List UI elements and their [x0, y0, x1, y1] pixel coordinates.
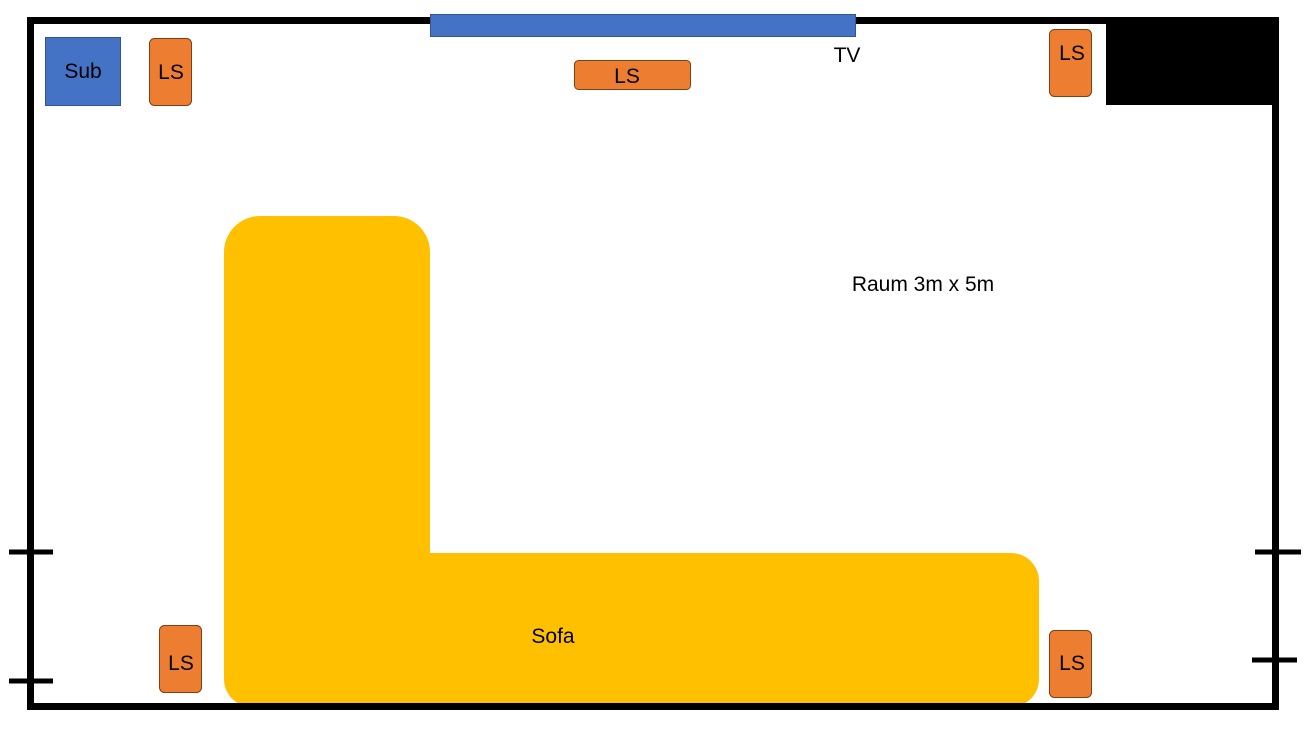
- speaker-rear-right: LS: [1049, 630, 1092, 698]
- speaker-box: [574, 60, 691, 90]
- speaker-label: LS: [1059, 42, 1085, 65]
- speaker-label: LS: [1059, 652, 1085, 675]
- speaker-label: LS: [614, 65, 640, 88]
- corner-block: [1106, 20, 1279, 105]
- speaker-rear-left: LS: [159, 625, 202, 693]
- sofa-horizontal-section: [224, 553, 1039, 707]
- speaker-box: [1049, 630, 1092, 698]
- speaker-center: LS: [574, 60, 691, 90]
- subwoofer-label: Sub: [64, 60, 101, 83]
- speaker-label: LS: [168, 652, 194, 675]
- tv-bar: [430, 14, 856, 37]
- speaker-box: [149, 38, 192, 106]
- sofa-label: Sofa: [531, 625, 575, 648]
- room-dimension-label: Raum 3m x 5m: [852, 273, 994, 296]
- subwoofer-box: [45, 37, 121, 106]
- speaker-front-left: LS: [149, 38, 192, 106]
- tv-label: TV: [834, 44, 861, 67]
- sofa: Sofa: [224, 216, 1039, 707]
- speaker-box: [159, 625, 202, 693]
- subwoofer: Sub: [45, 37, 121, 106]
- speaker-box: [1049, 29, 1092, 97]
- speaker-front-right: LS: [1049, 29, 1092, 97]
- speaker-label: LS: [158, 61, 184, 84]
- tv: TV: [430, 14, 861, 67]
